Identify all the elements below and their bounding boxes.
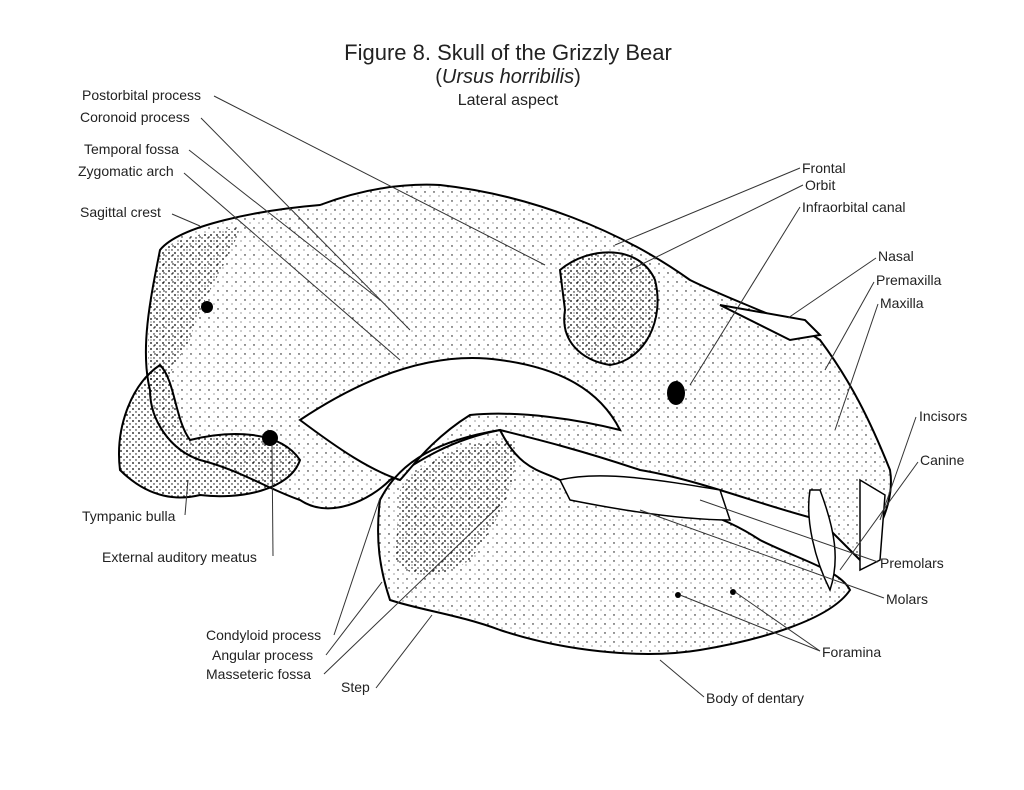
occipital-shading [148, 228, 240, 392]
leader-premolars [699, 499, 879, 563]
label-frontal: Frontal [802, 160, 846, 176]
label-body-of-dentary: Body of dentary [706, 690, 805, 706]
label-tympanic-bulla: Tympanic bulla [82, 508, 176, 524]
leader-coronoid [200, 117, 411, 331]
leader-incisors [879, 416, 917, 521]
open-paren: ( [435, 66, 442, 88]
leader-tympanic [184, 479, 189, 516]
cranial-foramen [201, 301, 213, 313]
infraorbital-canal-hole [667, 381, 685, 405]
mental-foramen-2 [730, 589, 736, 595]
label-masseteric-fossa: Masseteric fossa [206, 666, 312, 682]
species-name: (Ursus horribilis) [0, 66, 1020, 89]
label-maxilla: Maxilla [880, 295, 924, 311]
leader-nasal [787, 257, 877, 319]
label-temporal-fossa: Temporal fossa [84, 141, 179, 157]
leader-orbit [629, 184, 804, 271]
leader-angular [325, 581, 383, 656]
leader-sagittal [171, 213, 201, 227]
species-italic: Ursus horribilis [441, 66, 575, 88]
canine-tooth [807, 489, 836, 592]
orbit-opening [558, 251, 659, 367]
leader-infraorbital [689, 206, 801, 386]
figure-subtitle: Lateral aspect [457, 92, 559, 109]
leader-step [375, 614, 433, 689]
leader-masseteric [323, 504, 501, 675]
label-infraorbital-canal: Infraorbital canal [802, 199, 906, 215]
label-premaxilla: Premaxilla [876, 272, 942, 288]
label-zygomatic-arch: Zygomatic arch [78, 163, 174, 179]
masseteric-fossa-shading [395, 440, 516, 575]
label-angular-process: Angular process [212, 647, 314, 663]
label-premolars: Premolars [880, 555, 944, 571]
figure-title: Figure 8. Skull of the Grizzly Bear [344, 40, 672, 65]
label-step: Step [341, 679, 370, 695]
leader-foramina-1 [679, 594, 821, 652]
leader-canine [839, 461, 919, 571]
auditory-meatus-hole [262, 430, 278, 446]
close-paren: ) [574, 66, 581, 88]
leader-zygomatic [183, 172, 401, 361]
leader-lines [171, 95, 919, 698]
leader-premaxilla [824, 281, 875, 371]
leader-temporal-fossa [188, 149, 381, 301]
leader-postorbital [213, 95, 546, 266]
label-foramina: Foramina [822, 644, 882, 660]
leader-frontal [614, 167, 801, 246]
label-postorbital-process: Postorbital process [82, 87, 202, 103]
leader-auditory [271, 444, 274, 557]
label-sagittal-crest: Sagittal crest [80, 204, 161, 220]
leader-maxilla [834, 303, 879, 431]
label-orbit: Orbit [805, 177, 836, 193]
label-molars: Molars [886, 591, 929, 607]
label-canine: Canine [920, 452, 965, 468]
teeth-row [558, 475, 732, 521]
mental-foramen-1 [675, 592, 681, 598]
label-coronoid-process: Coronoid process [80, 109, 190, 125]
label-external-auditory-meatus: External auditory meatus [102, 549, 257, 565]
tympanic-region [118, 363, 302, 499]
label-nasal: Nasal [878, 248, 914, 264]
leader-dentary [659, 659, 705, 698]
label-incisors: Incisors [919, 408, 968, 424]
leader-molars [639, 509, 885, 599]
label-condyloid-process: Condyloid process [206, 627, 322, 643]
leader-condyloid [333, 497, 381, 636]
nasal-bone [719, 304, 823, 342]
leader-foramina-2 [734, 591, 821, 652]
